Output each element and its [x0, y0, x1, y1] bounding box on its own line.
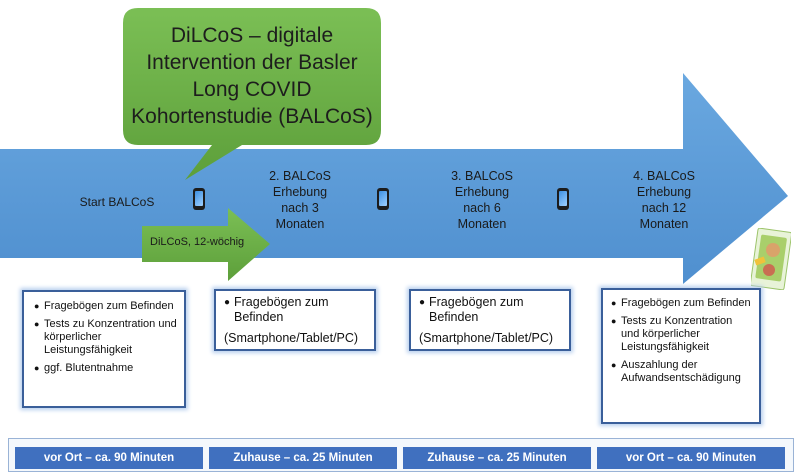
- duration-segment: Zuhause – ca. 25 Minuten: [209, 447, 397, 469]
- duration-segment: vor Ort – ca. 90 Minuten: [597, 447, 785, 469]
- list-item: ●Tests zu Konzentration und körperlicher…: [611, 315, 733, 353]
- info-box-month6: ●Fragebögen zum Befinden (Smartphone/Tab…: [409, 289, 571, 351]
- callout-line: Intervention der Basler: [146, 51, 358, 74]
- callout-line: Kohortenstudie (BALCoS): [131, 105, 373, 128]
- stage-label-3: 3. BALCoS Erhebung nach 6 Monaten: [451, 169, 513, 231]
- callout-line: Long COVID: [192, 78, 312, 101]
- callout-title: DiLCoS – digitale Intervention der Basle…: [122, 22, 382, 130]
- start-label: Start BALCoS: [79, 195, 155, 209]
- list-item: (Smartphone/Tablet/PC): [419, 331, 554, 345]
- callout-shape: [123, 8, 381, 180]
- info-box-month3: ●Fragebögen zum Befinden (Smartphone/Tab…: [214, 289, 376, 351]
- dilcos-arrow: [142, 208, 270, 281]
- smartphone-icon: [377, 188, 389, 210]
- stage-label-2: 2. BALCoS Erhebung nach 3 Monaten: [269, 169, 331, 231]
- info-box-month12: ●Fragebögen zum Befinden ●Tests zu Konze…: [601, 288, 761, 424]
- list-item: (Smartphone/Tablet/PC): [224, 331, 359, 345]
- duration-footer: vor Ort – ca. 90 Minuten Zuhause – ca. 2…: [8, 438, 794, 472]
- list-item: ●Tests zu Konzentration und körperlicher…: [34, 318, 177, 356]
- duration-segment: Zuhause – ca. 25 Minuten: [403, 447, 591, 469]
- list-item: ●Fragebögen zum Befinden: [224, 295, 329, 324]
- list-item: ●Fragebögen zum Befinden: [419, 295, 524, 324]
- list-item: ●Fragebögen zum Befinden: [34, 300, 174, 312]
- info-box-start: ●Fragebögen zum Befinden ●Tests zu Konze…: [22, 290, 186, 408]
- callout-line: DiLCoS – digitale: [170, 24, 334, 47]
- smartphone-icon: [557, 188, 569, 210]
- smartphone-icon: [193, 188, 205, 210]
- banknote-icon: [751, 228, 791, 290]
- dilcos-label: DiLCoS, 12-wöchig: [150, 236, 245, 248]
- list-item: ●Auszahlung der Aufwandsentschädigung: [611, 359, 741, 384]
- list-item: ●Fragebögen zum Befinden: [611, 297, 751, 309]
- duration-segment: vor Ort – ca. 90 Minuten: [15, 447, 203, 469]
- stage-label-4: 4. BALCoS Erhebung nach 12 Monaten: [633, 169, 695, 231]
- list-item: ●ggf. Blutentnahme: [34, 362, 134, 374]
